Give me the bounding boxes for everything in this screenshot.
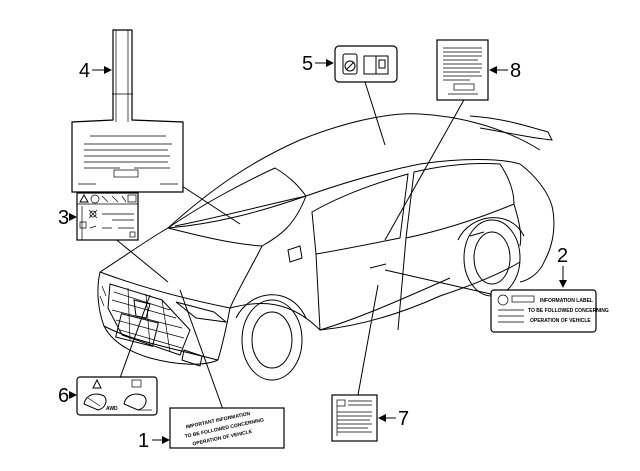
label-2-line-1: INFORMATION LABEL bbox=[540, 298, 593, 304]
callout-number-3: 3 bbox=[58, 207, 69, 229]
seat-icon bbox=[123, 393, 147, 411]
callout-3: 3 bbox=[58, 207, 77, 229]
sun-icon bbox=[88, 209, 98, 219]
callout-2: 2 bbox=[557, 245, 568, 288]
label-2-line-3: OPERATION OF VEHICLE bbox=[530, 318, 591, 324]
callout-1: 1 bbox=[138, 430, 170, 452]
warning-triangle-icon bbox=[92, 378, 102, 389]
callout-number-6: 6 bbox=[58, 385, 69, 407]
label-6-awd: AWD bbox=[106, 406, 118, 412]
label-1-card: IMPORTANT INFORMATION TO BE FOLLOWED CON… bbox=[169, 407, 285, 449]
label-2-line-2: TO BE FOLLOWED CONCERNING bbox=[528, 308, 609, 314]
label-2-info: INFORMATION LABEL TO BE FOLLOWED CONCERN… bbox=[490, 289, 609, 333]
arrow-left-icon bbox=[489, 66, 497, 74]
car-outline bbox=[97, 113, 555, 381]
arrow-right-icon bbox=[326, 59, 334, 67]
label-5-card bbox=[334, 45, 398, 83]
callout-7: 7 bbox=[378, 408, 409, 430]
arrow-right-icon bbox=[104, 66, 112, 74]
arrow-right-icon bbox=[69, 391, 77, 399]
callout-number-2: 2 bbox=[557, 245, 568, 267]
callout-number-5: 5 bbox=[302, 53, 313, 75]
callout-8: 8 bbox=[489, 60, 521, 82]
callout-number-4: 4 bbox=[79, 60, 90, 82]
callout-number-7: 7 bbox=[398, 408, 409, 430]
arrow-left-icon bbox=[378, 414, 386, 422]
label-3-placard bbox=[76, 192, 139, 241]
label-8-document bbox=[436, 39, 489, 101]
arrow-right-icon bbox=[162, 436, 170, 444]
label-4-tag bbox=[71, 29, 184, 193]
callout-4: 4 bbox=[79, 60, 112, 82]
owner-manual-icon bbox=[363, 55, 389, 75]
arrow-down-icon bbox=[559, 280, 567, 288]
fuel-pump-icon bbox=[342, 53, 358, 75]
label-7-card bbox=[331, 394, 378, 442]
seat-icon bbox=[83, 393, 107, 411]
callout-5: 5 bbox=[302, 53, 334, 75]
callout-number-1: 1 bbox=[138, 430, 149, 452]
arrow-right-icon bbox=[69, 213, 77, 221]
callout-number-8: 8 bbox=[510, 60, 521, 82]
label-6-card: AWD bbox=[76, 376, 158, 416]
callout-6: 6 bbox=[58, 385, 77, 407]
warning-triangle-icon bbox=[79, 193, 89, 203]
